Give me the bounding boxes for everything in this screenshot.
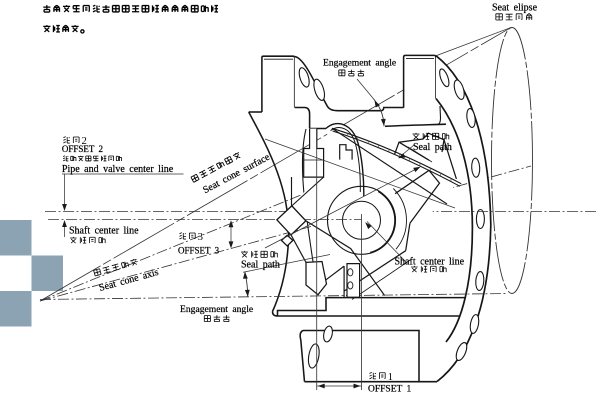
svg-text:Engagement angle: Engagement angle [180,304,253,315]
svg-text:OFFSET 3: OFFSET 3 [178,245,220,255]
svg-text:3: 3 [198,231,203,243]
svg-text:Seal path: Seal path [413,142,452,153]
svg-text:1: 1 [388,371,393,383]
svg-text:2: 2 [82,135,87,147]
svg-text:Seal path: Seal path [241,260,280,271]
svg-text:Pipe and valve center line: Pipe and valve center line [62,164,174,175]
svg-text:Shaft center line: Shaft center line [69,225,139,236]
svg-text:Engagement angle: Engagement angle [323,58,396,69]
svg-text:OFFSET 2: OFFSET 2 [62,144,103,154]
svg-text:OFFSET 1: OFFSET 1 [368,384,412,394]
svg-text:Shaft center line: Shaft center line [395,256,465,267]
svg-text:Seat elipse: Seat elipse [492,3,538,14]
